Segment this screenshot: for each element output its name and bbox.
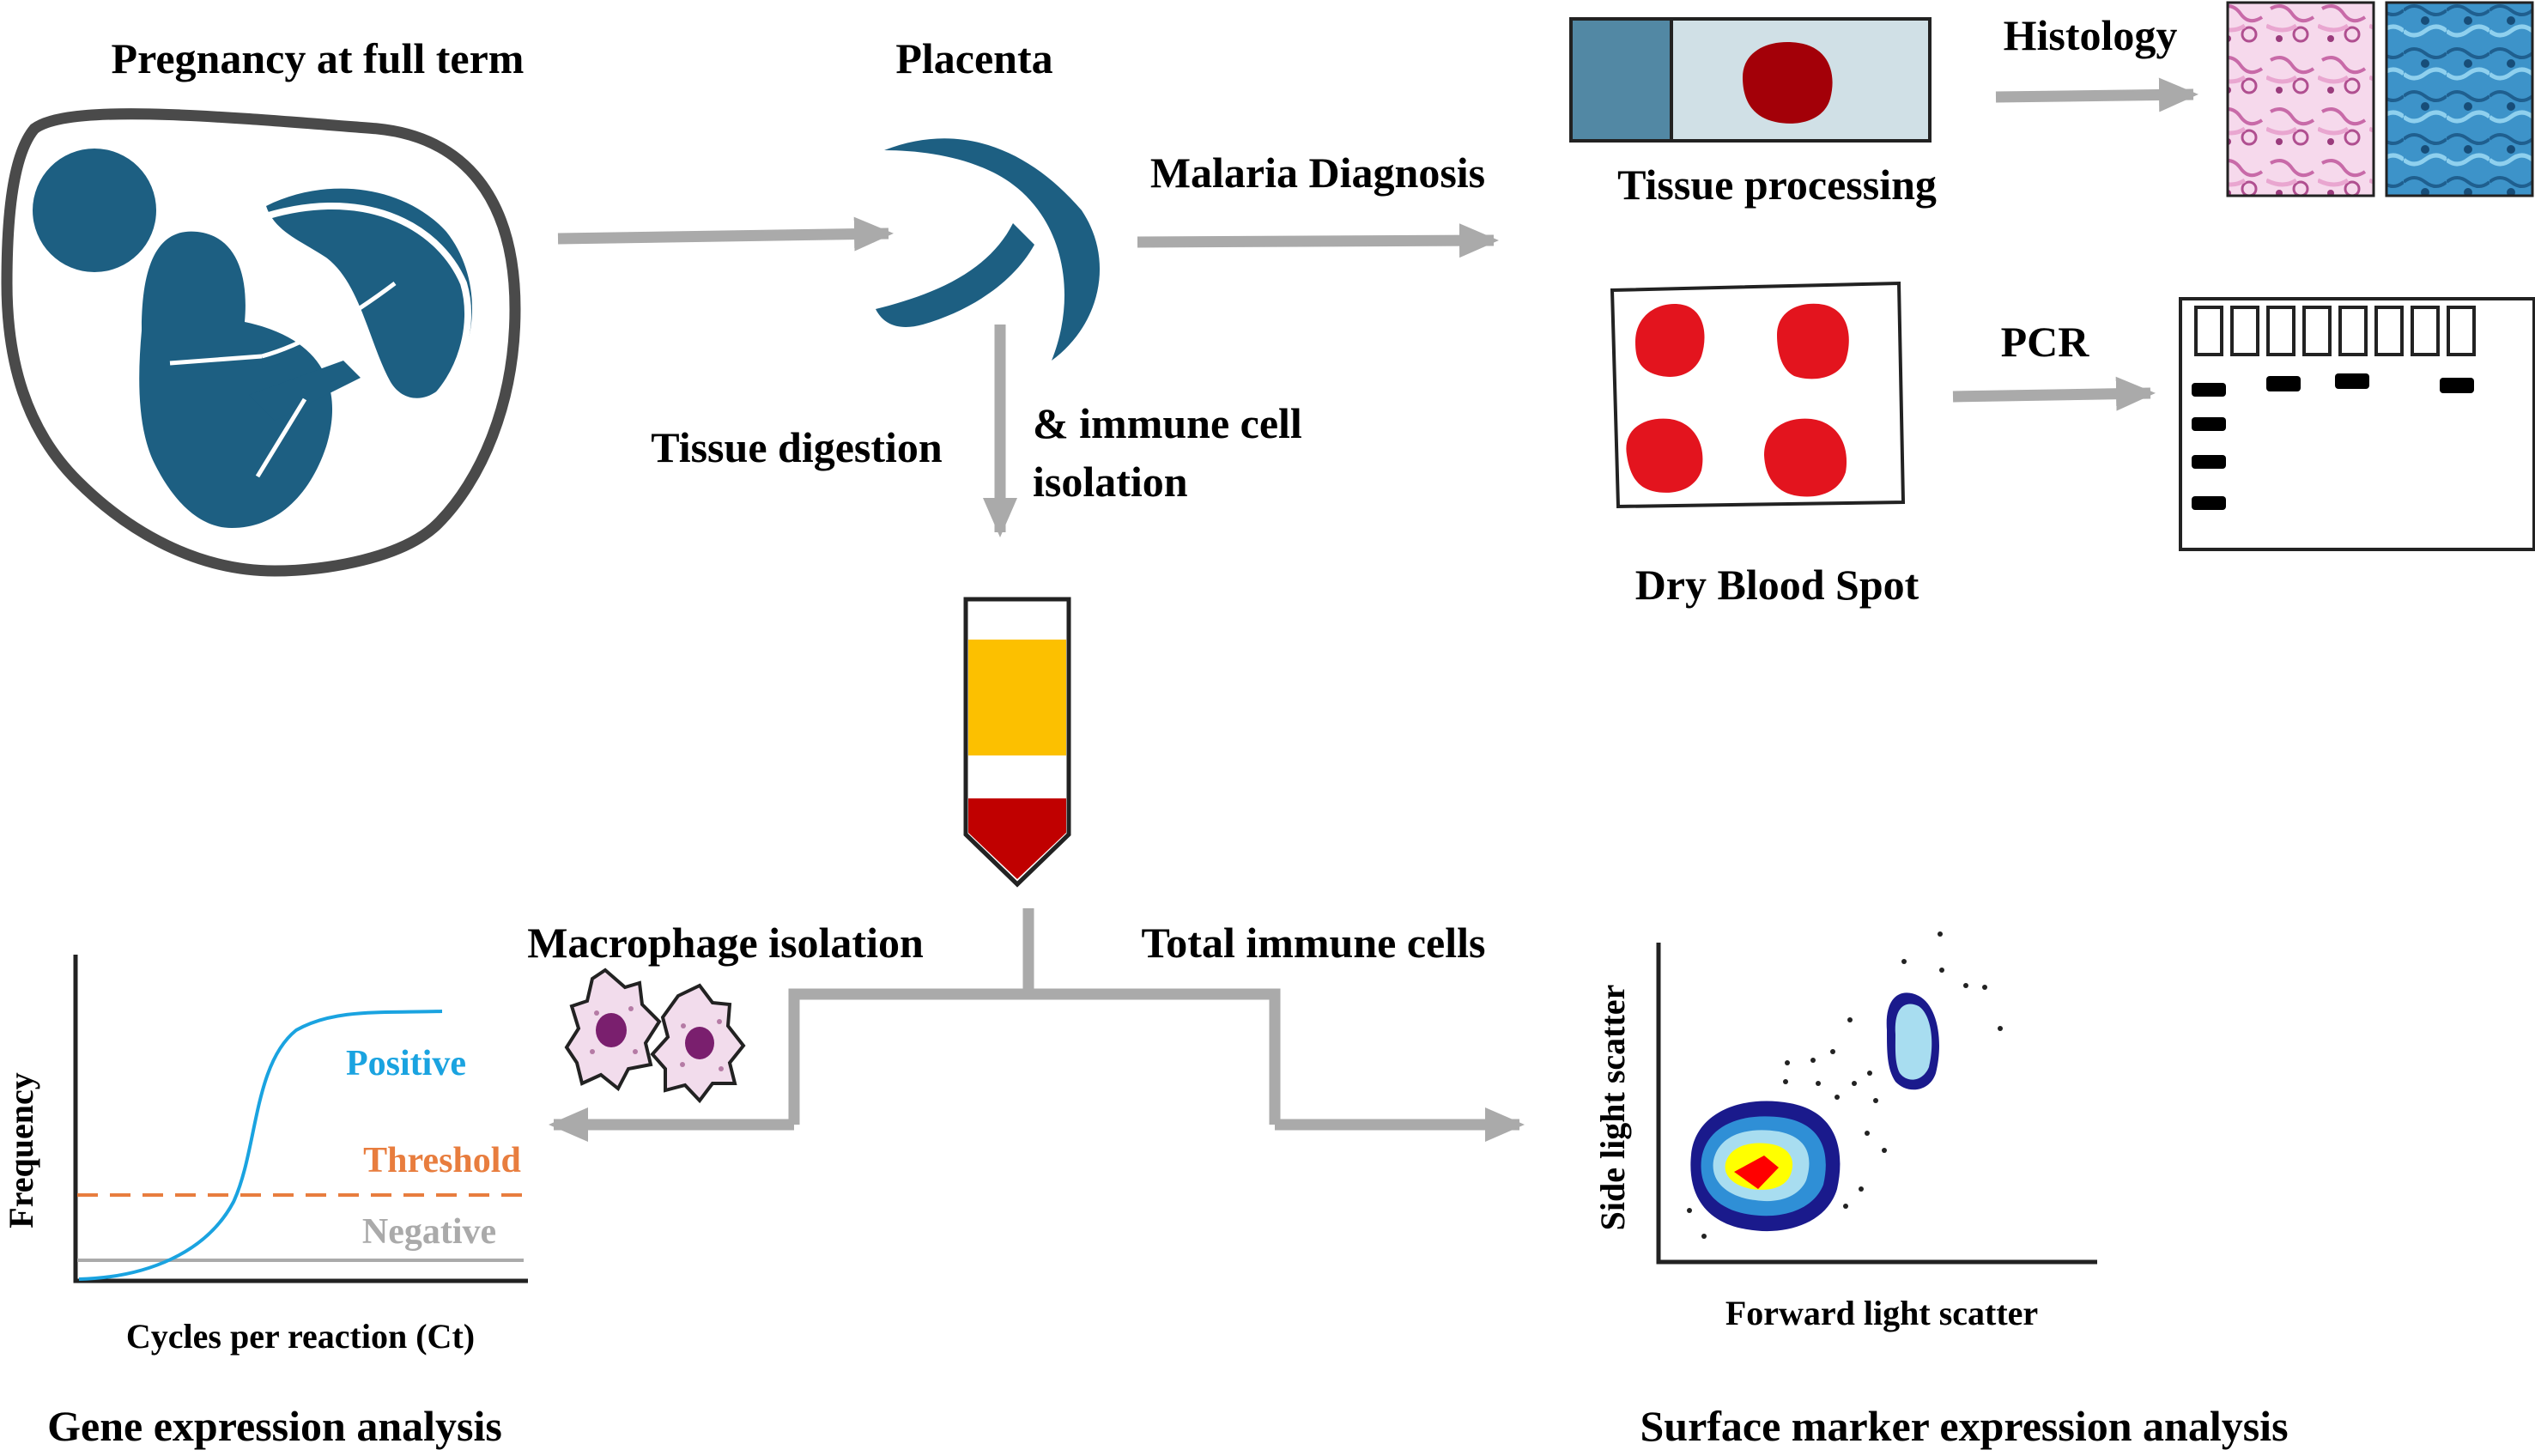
arrow-to-placenta bbox=[557, 216, 894, 252]
centrifuge-tube-icon bbox=[963, 597, 1071, 888]
dry-blood-spot-label: Dry Blood Spot bbox=[1635, 561, 1919, 609]
tissue-slide-icon bbox=[1569, 17, 1932, 143]
arrow-to-histology bbox=[1995, 77, 2198, 112]
pcr-gel-icon bbox=[2179, 297, 2535, 551]
large-population-contour bbox=[1690, 1101, 1841, 1232]
flow-x-axis-label: Forward light scatter bbox=[1725, 1294, 2038, 1332]
small-population-contour bbox=[1886, 992, 1939, 1090]
histology-label: Histology bbox=[2004, 11, 2178, 59]
flow-cytometry-plot: Side light scatter Forward light scatter bbox=[1593, 931, 2097, 1332]
immune-cell-isolation-label-2: isolation bbox=[1033, 458, 1188, 506]
macrophage-isolation-label: Macrophage isolation bbox=[527, 919, 924, 967]
threshold-label: Threshold bbox=[363, 1141, 521, 1180]
qpcr-axes bbox=[73, 955, 528, 1283]
histology-he-image bbox=[2226, 1, 2375, 197]
macrophage-icons bbox=[564, 968, 746, 1104]
qpcr-plot: Positive Threshold Negative Frequency Cy… bbox=[2, 955, 528, 1356]
surface-marker-label: Surface marker expression analysis bbox=[1640, 1402, 2288, 1450]
gene-expression-label: Gene expression analysis bbox=[47, 1402, 502, 1450]
gel-wells bbox=[2194, 306, 2476, 356]
qpcr-x-axis-label: Cycles per reaction (Ct) bbox=[126, 1317, 475, 1356]
immune-cell-isolation-label-1: & immune cell bbox=[1033, 399, 1302, 447]
negative-label: Negative bbox=[362, 1212, 496, 1252]
dry-blood-spot-card bbox=[1610, 281, 1906, 509]
pregnancy-icon bbox=[1, 108, 521, 577]
split-connector bbox=[788, 908, 1281, 1125]
positive-curve bbox=[78, 1010, 443, 1281]
positive-label: Positive bbox=[346, 1044, 466, 1083]
gel-bands bbox=[2192, 373, 2474, 510]
arrow-to-diagnosis bbox=[1137, 223, 1499, 258]
pcr-label: PCR bbox=[2001, 318, 2090, 366]
tissue-digestion-label: Tissue digestion bbox=[651, 423, 943, 471]
histology-giemsa-image bbox=[2385, 1, 2534, 197]
total-immune-cells-label: Total immune cells bbox=[1142, 919, 1486, 967]
placenta-label: Placenta bbox=[895, 34, 1052, 82]
placenta-icon bbox=[876, 138, 1101, 361]
malaria-diagnosis-label: Malaria Diagnosis bbox=[1150, 149, 1485, 197]
tissue-processing-label: Tissue processing bbox=[1617, 161, 1937, 209]
scatter-dots bbox=[1687, 931, 2003, 1239]
pregnancy-label: Pregnancy at full term bbox=[112, 34, 525, 82]
arrow-to-pcr bbox=[1952, 376, 2156, 411]
qpcr-y-axis-label: Frequency bbox=[2, 1072, 40, 1228]
flow-y-axis-label: Side light scatter bbox=[1593, 985, 1632, 1231]
flow-axes bbox=[1656, 943, 2097, 1265]
